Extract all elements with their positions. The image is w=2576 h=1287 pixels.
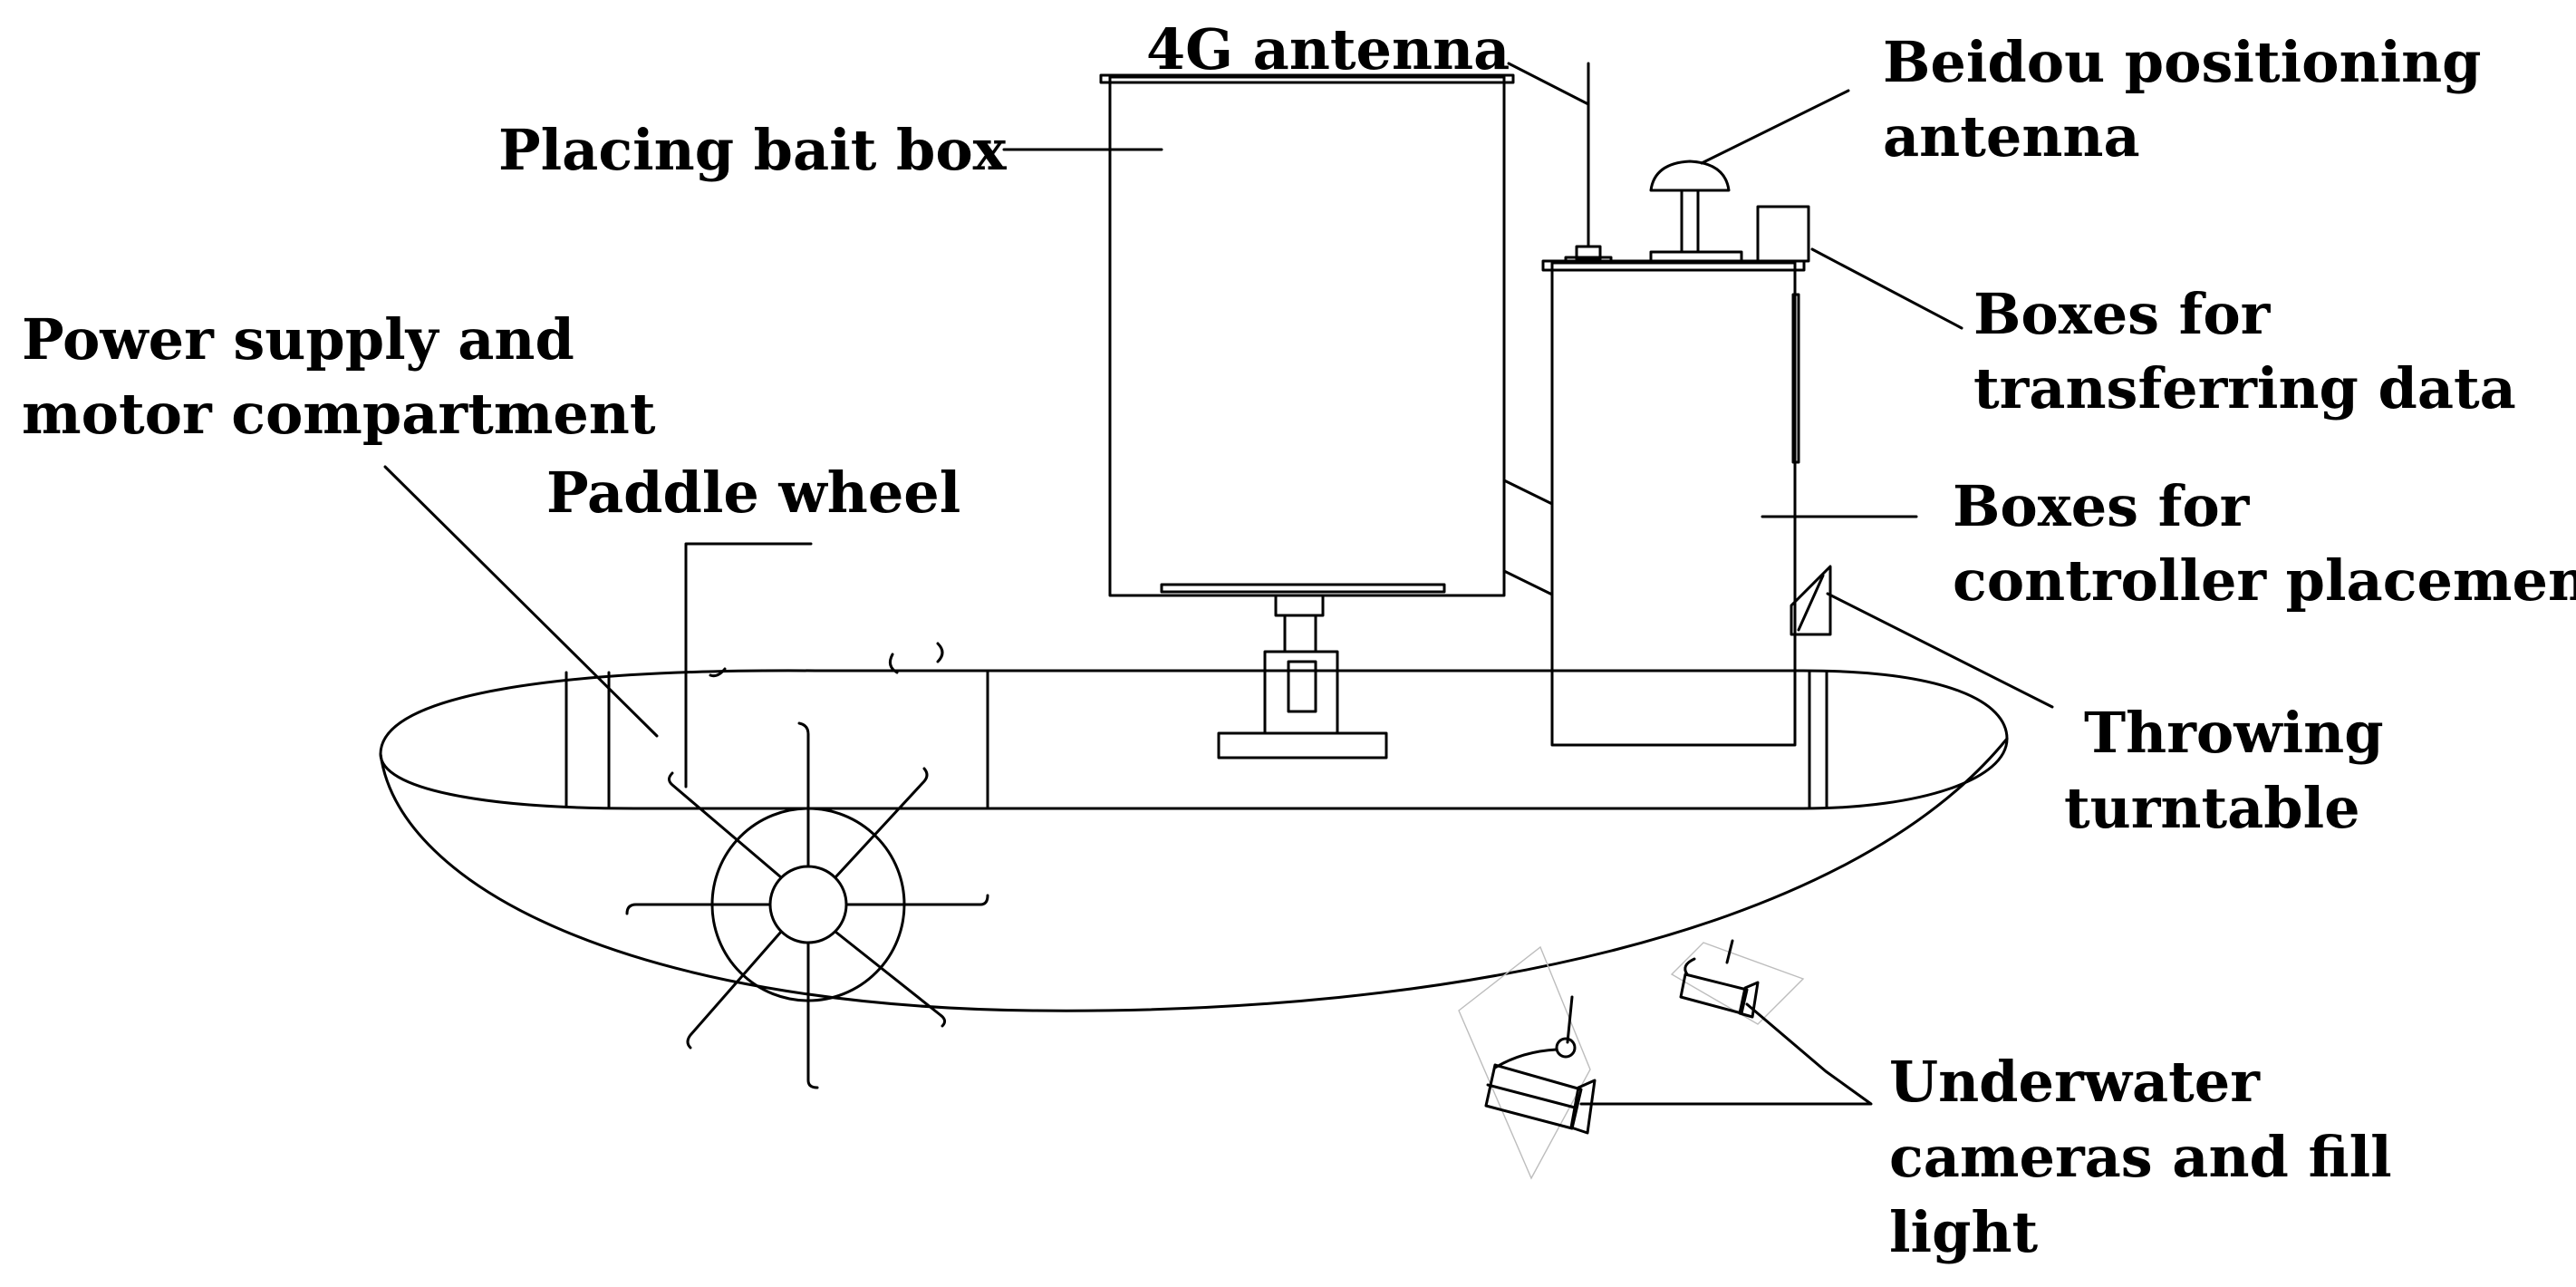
camera-cable (1684, 957, 1696, 976)
leader-paddle-wheel (684, 542, 813, 789)
label-controller-box: controller placement (1953, 547, 2576, 614)
shaft-mount-inner (1287, 660, 1317, 713)
bait-box-lid (1099, 73, 1515, 84)
label-4g-antenna: 4G antenna (1146, 16, 1510, 82)
label-bait-box: Placing bait box (498, 117, 1008, 183)
shaft-mount (1263, 650, 1339, 735)
data-transfer-box (1756, 205, 1810, 263)
bait-box-body (1108, 75, 1506, 597)
label-controller-box: Boxes for (1953, 473, 2251, 539)
controller-box-body (1550, 261, 1797, 747)
label-beidou-antenna: antenna (1883, 103, 2140, 169)
hull-top-ellipse (379, 669, 2009, 810)
throwing-turntable-edge (1797, 574, 1825, 632)
camera-mount-arm (1725, 939, 1734, 964)
beidou-antenna-dome (1649, 160, 1731, 192)
fill-light-cone (1458, 945, 1591, 1180)
controller-box-hinge (1791, 293, 1800, 464)
controller-box (1502, 259, 1832, 747)
paddle-wheel (625, 642, 989, 1089)
beidou-antenna-plate (1649, 250, 1743, 263)
leader-lines (383, 62, 2054, 1106)
paddle-blade-tip (936, 642, 944, 663)
paddle-blade (797, 721, 810, 868)
paddle-blade (686, 930, 783, 1050)
leader-power-compartment (383, 465, 659, 738)
camera-mount-arm (1566, 995, 1574, 1044)
hull-bottom (379, 737, 2009, 1012)
antenna-group (1564, 62, 1810, 265)
label-beidou-antenna: Beidou positioning (1883, 29, 2482, 95)
bait-box-base-plate (1160, 583, 1446, 594)
paddle-blade (834, 767, 929, 879)
paddle-blade (625, 903, 772, 915)
label-underwater-cameras: cameras and fill (1889, 1124, 2392, 1190)
leader-4g-antenna (1507, 62, 1590, 106)
label-power-compartment: motor compartment (22, 381, 656, 447)
paddle-blade (806, 941, 819, 1089)
beidou-antenna-stem (1680, 189, 1700, 254)
paddle-blade-tip (888, 653, 899, 674)
support-brace (1502, 569, 1554, 596)
camera-body (1679, 973, 1749, 1015)
leader-underwater-cameras (1579, 1002, 1873, 1106)
label-data-transfer-box: transferring data (1973, 355, 2516, 421)
label-paddle-wheel: Paddle wheel (546, 460, 960, 526)
fill-light-cone (1670, 942, 1805, 1025)
4g-antenna-base (1575, 245, 1602, 261)
leader-beidou-antenna (1700, 89, 1850, 165)
label-underwater-cameras: Underwater (1889, 1049, 2261, 1115)
paddle-blade-tip (709, 667, 727, 678)
label-throwing-turntable: Throwing (2084, 700, 2384, 766)
labels: 4G antenna Placing bait box Beidou posit… (22, 16, 2576, 1265)
label-underwater-cameras: light (1889, 1199, 2039, 1265)
bait-box (1099, 73, 1515, 760)
label-throwing-turntable: turntable (2064, 775, 2360, 841)
camera-body-stripe (1486, 1083, 1577, 1109)
leader-data-transfer-box (1810, 247, 1963, 330)
support-brace (1502, 479, 1554, 506)
4g-antenna-plate (1564, 256, 1613, 265)
throwing-turntable (1790, 565, 1832, 636)
paddle-blade (834, 930, 947, 1028)
paddle-blade (668, 771, 783, 879)
camera-cable (1493, 1048, 1558, 1069)
label-power-compartment: Power supply and (22, 306, 574, 373)
shaft-base-plate (1217, 731, 1388, 760)
camera-lens (1569, 1079, 1597, 1135)
camera-mount-joint (1555, 1037, 1577, 1059)
paddle-blade (844, 894, 989, 906)
camera-lens (1738, 981, 1760, 1019)
leader-throwing-turntable (1826, 592, 2054, 709)
hull (379, 669, 2009, 1012)
label-data-transfer-box: Boxes for (1973, 281, 2272, 347)
shaft (1283, 614, 1317, 653)
underwater-cameras (1458, 939, 1805, 1180)
shaft-collar (1274, 594, 1325, 617)
